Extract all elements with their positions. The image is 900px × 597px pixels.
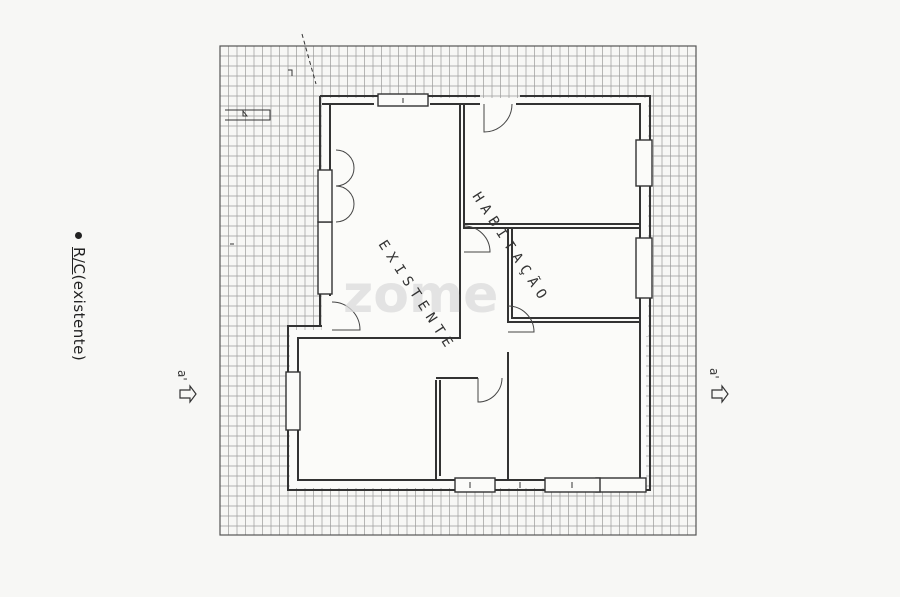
interior-fill (290, 98, 648, 488)
arrow-right-icon (179, 384, 197, 404)
bullet-icon (75, 232, 82, 239)
grid-border (219, 45, 697, 536)
floor-label: R/C(existente) (58, 232, 118, 361)
section-marker-left: a' (175, 370, 197, 404)
floor-label-subtitle: (existente) (70, 274, 88, 362)
window-ticks (402, 98, 573, 488)
section-label-left: a' (175, 370, 189, 381)
arrow-right-icon (711, 384, 729, 404)
doors (331, 103, 535, 403)
watermark-logo: zome (343, 265, 498, 325)
floor-label-title: R/C (70, 247, 88, 275)
interior-walls (330, 104, 640, 480)
section-label-right: a' (707, 368, 721, 379)
section-marker-right: a' (707, 368, 729, 404)
floor-label-text: R/C(existente) (70, 232, 88, 361)
courtyard-marks (225, 33, 317, 245)
